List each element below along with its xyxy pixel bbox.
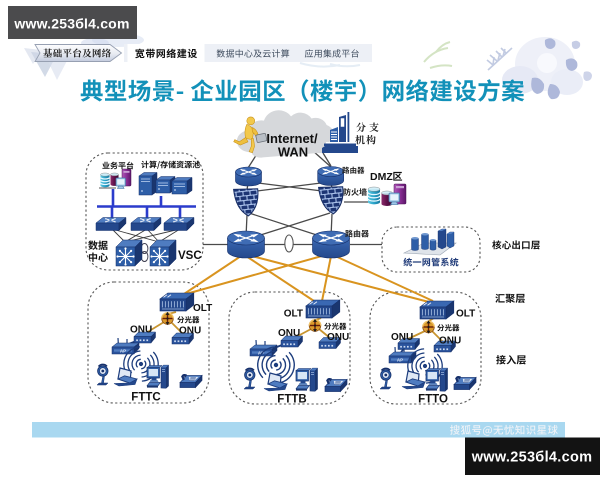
svg-text:www.253бl4.com: www.253бl4.com: [471, 450, 593, 466]
svg-text:ONU: ONU: [391, 332, 413, 343]
svg-text:AP: AP: [258, 350, 264, 355]
svg-text:ONU: ONU: [327, 332, 349, 343]
svg-text:www.253бl4.com: www.253бl4.com: [13, 16, 129, 32]
svg-text:FTTO: FTTO: [418, 394, 448, 406]
svg-text:AP: AP: [120, 348, 126, 353]
svg-text:OLT: OLT: [456, 309, 475, 320]
svg-text:ONU: ONU: [130, 325, 152, 336]
svg-text:ONU: ONU: [179, 326, 201, 337]
svg-text:OLT: OLT: [193, 303, 212, 314]
svg-text:WAN: WAN: [278, 145, 308, 160]
svg-text:FTTB: FTTB: [277, 394, 306, 406]
svg-text:FTTC: FTTC: [131, 392, 160, 404]
svg-text:Internet/: Internet/: [266, 131, 318, 146]
svg-text:ONU: ONU: [278, 328, 300, 339]
svg-text:DMZ: DMZ: [370, 171, 393, 183]
svg-text:AP: AP: [397, 357, 403, 362]
svg-text:OLT: OLT: [284, 309, 303, 320]
svg-text:VSC: VSC: [178, 250, 202, 262]
svg-text:ONU: ONU: [439, 336, 461, 347]
